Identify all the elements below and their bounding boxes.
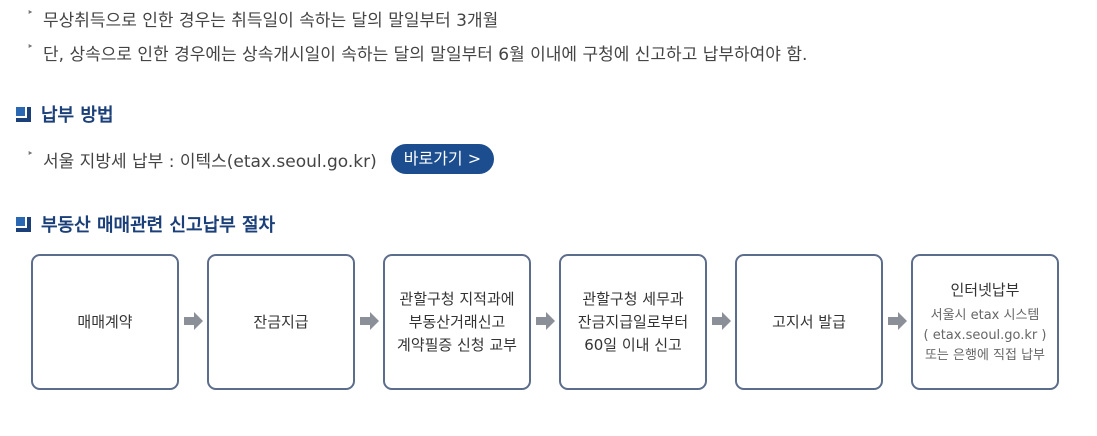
arrow-right-icon <box>712 312 731 330</box>
step-subtext: 또는 은행에 직접 납부 <box>924 347 1046 363</box>
arrow-right-icon <box>536 312 555 330</box>
step-text: 잔금지급 <box>253 312 309 331</box>
step-subtext: 서울시 etax 시스템 <box>930 307 1040 323</box>
bullet-icon: ‣ <box>27 40 34 53</box>
arrow-right-icon <box>888 312 907 330</box>
arrow-right-icon <box>184 312 203 330</box>
note-line-2: ‣ 단, 상속으로 인한 경우에는 상속개시일이 속하는 달의 말일부터 6월 … <box>27 40 807 65</box>
step-box-balance-payment: 잔금지급 <box>207 254 355 390</box>
arrow-right-icon <box>360 312 379 330</box>
procedure-heading: 부동산 매매관련 신고납부 절차 <box>16 211 275 237</box>
step-text: 고지서 발급 <box>772 312 846 331</box>
step-text: 잔금지급일로부터 <box>577 312 689 331</box>
payment-text: 서울 지방세 납부 : 이텍스(etax.seoul.go.kr) <box>43 151 377 172</box>
bullet-icon: ‣ <box>27 6 34 19</box>
goto-etax-button[interactable]: 바로가기 > <box>390 144 495 174</box>
step-box-tax-report: 관할구청 세무과 잔금지급일로부터 60일 이내 신고 <box>559 254 707 390</box>
step-text: 관할구청 세무과 <box>582 289 684 308</box>
step-text: 계약필증 신청 교부 <box>397 335 517 354</box>
section-marker-icon <box>16 106 31 122</box>
payment-line: ‣ 서울 지방세 납부 : 이텍스(etax.seoul.go.kr) 바로가기… <box>27 144 495 174</box>
note-text: 단, 상속으로 인한 경우에는 상속개시일이 속하는 달의 말일부터 6월 이내… <box>43 45 808 65</box>
step-box-bill-issue: 고지서 발급 <box>735 254 883 390</box>
note-text: 무상취득으로 인한 경우는 취득일이 속하는 달의 말일부터 3개월 <box>43 11 499 31</box>
note-line-1: ‣ 무상취득으로 인한 경우는 취득일이 속하는 달의 말일부터 3개월 <box>27 6 498 31</box>
payment-heading: 납부 방법 <box>16 101 114 127</box>
section-marker-icon <box>16 216 31 232</box>
bullet-icon: ‣ <box>27 146 34 160</box>
step-box-transaction-report: 관할구청 지적과에 부동산거래신고 계약필증 신청 교부 <box>383 254 531 390</box>
step-text: 매매계약 <box>77 312 133 331</box>
procedure-heading-text: 부동산 매매관련 신고납부 절차 <box>41 215 276 236</box>
step-title: 인터넷납부 <box>950 280 1020 299</box>
step-box-online-payment: 인터넷납부 서울시 etax 시스템 ( etax.seoul.go.kr ) … <box>911 254 1059 390</box>
step-text: 부동산거래신고 <box>408 312 506 331</box>
step-text: 60일 이내 신고 <box>584 335 682 354</box>
step-box-contract: 매매계약 <box>31 254 179 390</box>
step-text: 관할구청 지적과에 <box>399 289 515 308</box>
step-subtext: ( etax.seoul.go.kr ) <box>923 327 1047 343</box>
payment-heading-text: 납부 방법 <box>41 105 114 126</box>
